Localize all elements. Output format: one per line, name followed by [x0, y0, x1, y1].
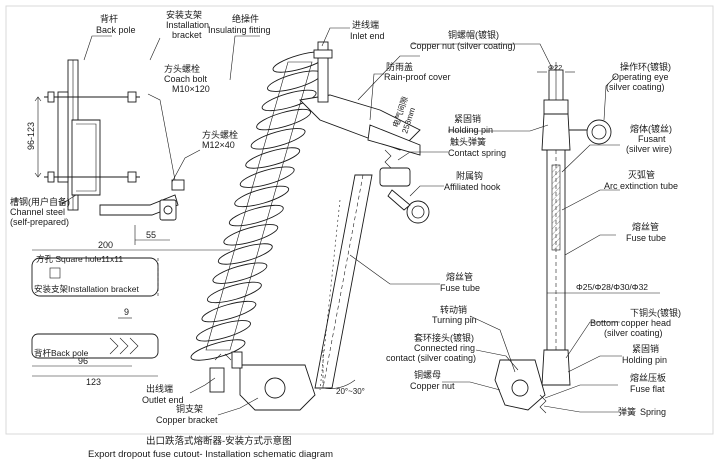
label-insulating-fitting-cn: 绝操件 [232, 13, 259, 24]
label-operating-eye-en2: (silver coating) [606, 82, 665, 92]
label-arc-tube-cn: 灭弧管 [628, 169, 655, 180]
label-connected-ring-cn: 套环接头(镀银) [414, 332, 474, 343]
label-copper-bracket-cn: 铜支架 [176, 403, 203, 414]
label-install-bracket-en1: Installation [166, 20, 209, 30]
back-pole-detail [31, 317, 159, 377]
caption-cn: 出口跌落式熔断器-安装方式示意图 [146, 435, 292, 447]
label-install-bracket-en2: bracket [172, 30, 202, 40]
caption: 出口跌落式熔断器-安装方式示意图 Export dropout fuse cut… [88, 435, 333, 460]
label-fuse-flat-en: Fuse flat [630, 384, 665, 394]
dim-123: 123 [86, 377, 101, 387]
insulator-core [205, 61, 313, 351]
label-coach-bolt1-size: M10×120 [172, 84, 210, 94]
label-affiliated-hook-cn: 附属钩 [456, 170, 483, 181]
label-spring-en: Spring [640, 407, 666, 417]
label-arc-tube-en: Arc extinction tube [604, 181, 678, 191]
installation-bracket-detail [31, 249, 230, 297]
label-install-bracket-cn: 安装支架 [166, 9, 202, 20]
label-holding-pin-bottom-cn: 紧固销 [632, 343, 659, 354]
dim-angle: 20°~30° [336, 387, 365, 396]
label-copper-nut-bottom-cn: 铜螺母 [414, 369, 441, 380]
label-holding-pin-bottom-en: Holding pin [622, 355, 667, 365]
label-bottom-head-en2: (silver coating) [604, 328, 663, 338]
label-copper-bracket-en: Copper bracket [156, 415, 218, 425]
label-back-pole-en: Back pole [96, 25, 136, 35]
label-channel-steel-en2: (self-prepared) [10, 217, 69, 227]
dim-tube-diameters: Φ25/Φ28/Φ30/Φ32 [576, 282, 648, 292]
label-contact-spring-cn: 触头弹簧 [450, 136, 486, 147]
label-inlet-end-en: Inlet end [350, 31, 385, 41]
label-turning-pin-cn: 转动销 [440, 304, 467, 315]
label-connected-ring-en1: Connected ring [414, 343, 475, 353]
dimension-labels: 96-123 55 200 9 96 123 Φ22 Φ25/Φ28/Φ30/Φ… [26, 63, 648, 396]
dim-phi22: Φ22 [548, 63, 562, 72]
caption-en: Export dropout fuse cutout- Installation… [88, 449, 333, 460]
label-back-pole-detail: 背杆Back pole [34, 348, 89, 358]
label-bottom-head-en1: Bottom copper head [590, 318, 671, 328]
back-pole-assembly [34, 59, 185, 245]
label-back-pole-cn: 背杆 [100, 13, 118, 24]
label-copper-nut-top-cn: 铜螺帽(镀银) [448, 29, 499, 40]
label-holding-pin-top-en: Holding pin [448, 125, 493, 135]
label-operating-eye-en1: Operating eye [612, 72, 669, 82]
label-install-bracket-detail: 安装支架Installation bracket [34, 284, 140, 294]
label-coach-bolt2-size: M12×40 [202, 140, 235, 150]
label-copper-nut-top-en: Copper nut (silver coating) [410, 41, 516, 51]
leader-lines [59, 27, 622, 416]
dim-200: 200 [98, 240, 113, 250]
right-fuse-tube [494, 62, 660, 414]
label-holding-pin-top-cn: 紧固销 [454, 113, 481, 124]
label-insulating-fitting-en: Insulating fitting [208, 25, 271, 35]
dim-9: 9 [124, 307, 129, 317]
diagram-frame [5, 5, 714, 435]
upper-contact-assembly [299, 41, 430, 224]
label-coach-bolt1-cn: 方头螺栓 [164, 63, 200, 74]
label-fuse-flat-cn: 熔丝压板 [630, 372, 666, 383]
label-connected-ring-en2: contact (silver coating) [386, 353, 476, 363]
label-coach-bolt1-en: Coach bolt [164, 74, 208, 84]
label-turning-pin-en: Turning pin [432, 315, 477, 325]
label-channel-steel-en1: Channel steel [10, 207, 65, 217]
label-outlet-end-cn: 出线端 [146, 383, 173, 394]
part-labels: 背杆 Back pole 安装支架 Installation bracket 绝… [10, 9, 681, 425]
label-fuse-tube-mid-en: Fuse tube [440, 283, 480, 293]
insulator [190, 51, 328, 361]
label-contact-spring-en: Contact spring [448, 148, 506, 158]
label-operating-eye-cn: 操作环(镀银) [620, 61, 671, 72]
label-fusant-en1: Fusant [638, 134, 666, 144]
label-fuse-tube-right-en: Fuse tube [626, 233, 666, 243]
middle-fuse-tube [314, 174, 373, 391]
label-fuse-tube-right-cn: 熔丝管 [632, 221, 659, 232]
label-outlet-end-en: Outlet end [142, 395, 184, 405]
label-channel-steel-cn: 槽钢(用户自备) [10, 196, 70, 207]
label-fusant-cn: 熔体(镀丝) [630, 123, 672, 134]
label-fuse-tube-mid-cn: 熔丝管 [446, 271, 473, 282]
label-square-hole: 方孔 Square hole11x11 [36, 254, 123, 264]
label-coach-bolt2-cn: 方头螺栓 [202, 129, 238, 140]
label-rain-cover-en: Rain-proof cover [384, 72, 451, 82]
label-affiliated-hook-en: Affiliated hook [444, 182, 501, 192]
dim-96: 96 [78, 356, 88, 366]
label-fusant-en2: (silver wire) [626, 144, 672, 154]
label-spring-cn: 弹簧 [618, 406, 636, 417]
label-inlet-end-cn: 进线端 [352, 19, 379, 30]
dim-96-123: 96-123 [26, 122, 36, 150]
dim-55: 55 [146, 230, 156, 240]
label-rain-cover-cn: 防雨盖 [386, 61, 413, 72]
lower-contact-assembly [209, 350, 356, 411]
label-bottom-head-cn: 下铜头(镀银) [630, 307, 681, 318]
label-copper-nut-bottom-en: Copper nut [410, 381, 455, 391]
